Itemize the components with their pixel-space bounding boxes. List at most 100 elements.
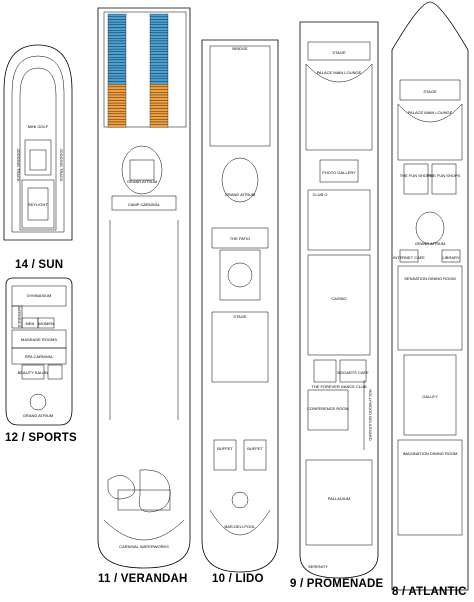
verandah-cabin-V61[interactable] [149,62,169,66]
verandah-cabin-V41[interactable] [107,121,127,125]
verandah-cabin-V12[interactable] [107,43,127,47]
deck-title-lido: 10 / LIDO [212,573,264,585]
verandah-cabin-V10[interactable] [107,38,127,42]
verandah-cabin-V46[interactable] [149,21,169,25]
deck-8-atlantic[interactable]: STAGE PALACE MAIN LOUNGE THE FUN SHOPS T… [391,1,469,591]
verandah-cabin-V11[interactable] [107,40,127,44]
verandah-cabin-V66[interactable] [149,75,169,79]
label-bogarts-cafe: BOGARTS CAFE [337,370,369,375]
verandah-cabin-V9[interactable] [107,35,127,39]
verandah-cabin-V69[interactable] [149,84,169,88]
verandah-cabin-V52[interactable] [149,38,169,42]
verandah-cabin-V32[interactable] [107,97,127,101]
verandah-cabin-grid [107,13,169,128]
deck-14-sun[interactable]: MINI GOLF JOGGING TRACK JOGGING TRACK SK… [3,44,73,241]
verandah-cabin-V50[interactable] [149,32,169,36]
verandah-cabin-V18[interactable] [107,59,127,63]
label-buffet-right: BUFFET [247,446,263,451]
verandah-cabin-V38[interactable] [107,113,127,117]
verandah-cabin-V44[interactable] [149,16,169,20]
verandah-cabin-V75[interactable] [149,100,169,104]
verandah-cabin-V26[interactable] [107,81,127,85]
verandah-cabin-V76[interactable] [149,102,169,106]
verandah-cabin-V74[interactable] [149,97,169,101]
verandah-cabin-V1[interactable] [107,13,127,17]
verandah-cabin-V8[interactable] [107,32,127,36]
verandah-cabin-V62[interactable] [149,65,169,69]
deck-title-sun: 14 / SUN [15,259,64,271]
verandah-cabin-V17[interactable] [107,57,127,61]
verandah-cabin-V78[interactable] [149,108,169,112]
verandah-cabin-V23[interactable] [107,73,127,77]
verandah-cabin-V22[interactable] [107,70,127,74]
verandah-cabin-V58[interactable] [149,54,169,58]
verandah-cabin-V42[interactable] [107,124,127,128]
verandah-cabin-V4[interactable] [107,21,127,25]
verandah-cabin-V56[interactable] [149,48,169,52]
verandah-cabin-V35[interactable] [107,105,127,109]
verandah-cabin-V27[interactable] [107,84,127,88]
verandah-cabin-V36[interactable] [107,108,127,112]
verandah-cabin-V16[interactable] [107,54,127,58]
verandah-cabin-V37[interactable] [107,111,127,115]
label-women: WOMEN [38,321,54,326]
verandah-cabin-V65[interactable] [149,73,169,77]
verandah-cabin-V72[interactable] [149,92,169,96]
verandah-cabin-V57[interactable] [149,51,169,55]
verandah-cabin-V5[interactable] [107,24,127,28]
verandah-cabin-V83[interactable] [149,121,169,125]
label-grand-atrium-12: GRAND ATRIUM [23,413,53,418]
verandah-cabin-V40[interactable] [107,119,127,123]
verandah-cabin-V6[interactable] [107,27,127,31]
verandah-cabin-V48[interactable] [149,27,169,31]
verandah-cabin-V60[interactable] [149,59,169,63]
verandah-cabin-V19[interactable] [107,62,127,66]
verandah-cabin-V84[interactable] [149,124,169,128]
verandah-cabin-V34[interactable] [107,102,127,106]
verandah-cabin-V24[interactable] [107,75,127,79]
deck-12-sports[interactable]: GYMNASIUM AEROBICS MEN WOMEN MASSAGE ROO… [5,277,73,426]
verandah-cabin-V13[interactable] [107,46,127,50]
verandah-cabin-V39[interactable] [107,116,127,120]
verandah-cabin-V79[interactable] [149,111,169,115]
label-library: LIBRARY [442,255,459,260]
verandah-cabin-V53[interactable] [149,40,169,44]
verandah-cabin-V28[interactable] [107,86,127,90]
verandah-cabin-V49[interactable] [149,30,169,34]
verandah-cabin-V80[interactable] [149,113,169,117]
label-skylight: SKYLIGHT [28,202,48,207]
verandah-cabin-V20[interactable] [107,65,127,69]
verandah-cabin-V77[interactable] [149,105,169,109]
verandah-cabin-V73[interactable] [149,94,169,98]
verandah-cabin-V15[interactable] [107,51,127,55]
verandah-cabin-V33[interactable] [107,100,127,104]
verandah-cabin-V63[interactable] [149,67,169,71]
deck-10-lido[interactable]: BRIDGE GRAND ATRIUM THE PATIO STAGE BUFF… [201,39,279,573]
verandah-cabin-V55[interactable] [149,46,169,50]
verandah-cabin-V25[interactable] [107,78,127,82]
verandah-cabin-V3[interactable] [107,19,127,23]
verandah-cabin-V59[interactable] [149,57,169,61]
verandah-cabin-V21[interactable] [107,67,127,71]
deck-9-promenade[interactable]: STAGE PALACE MAIN LOUNGE PHOTO GALLERY C… [299,21,379,579]
verandah-cabin-V7[interactable] [107,30,127,34]
verandah-cabin-V70[interactable] [149,86,169,90]
verandah-cabin-V29[interactable] [107,89,127,93]
verandah-cabin-V47[interactable] [149,24,169,28]
deck-11-verandah[interactable]: GRAND ATRIUM CAMP CARNIVAL CARNIVAL WATE… [97,7,191,569]
verandah-cabin-V67[interactable] [149,78,169,82]
verandah-cabin-V68[interactable] [149,81,169,85]
verandah-cabin-V14[interactable] [107,48,127,52]
verandah-cabin-V82[interactable] [149,119,169,123]
verandah-cabin-V81[interactable] [149,116,169,120]
verandah-cabin-V71[interactable] [149,89,169,93]
verandah-cabin-V64[interactable] [149,70,169,74]
verandah-cabin-V54[interactable] [149,43,169,47]
verandah-cabin-V2[interactable] [107,16,127,20]
verandah-cabin-V51[interactable] [149,35,169,39]
label-grand-atrium-10: GRAND ATRIUM [225,192,255,197]
verandah-cabin-V45[interactable] [149,19,169,23]
verandah-cabin-V31[interactable] [107,94,127,98]
verandah-cabin-V43[interactable] [149,13,169,17]
verandah-cabin-V30[interactable] [107,92,127,96]
